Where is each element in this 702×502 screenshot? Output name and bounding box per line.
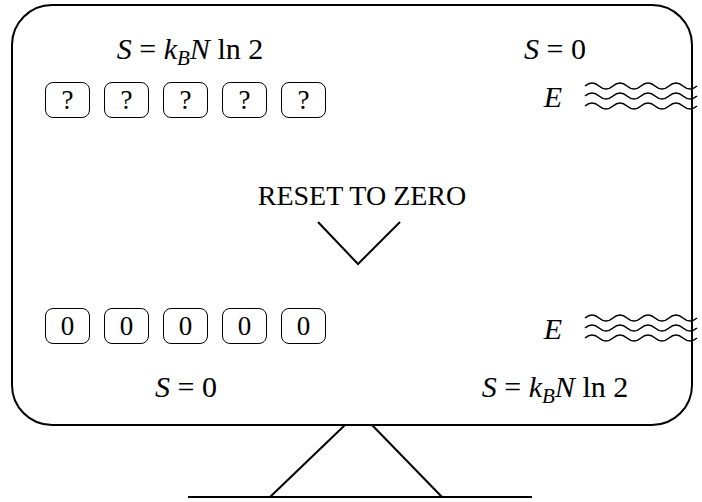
monitor-stand [188, 425, 532, 497]
bit-box: 0 [104, 308, 149, 344]
entropy-formula: S = kBN ln 2 [482, 370, 628, 403]
bit-box: 0 [163, 308, 208, 344]
energy-symbol: E [544, 312, 562, 345]
bit-value: ? [62, 87, 74, 114]
entropy-formula: S = 0 [524, 32, 586, 65]
bit-value: 0 [120, 313, 134, 340]
bit-value: ? [180, 87, 192, 114]
bit-box: 0 [222, 308, 267, 344]
bit-box: ? [163, 82, 208, 118]
bit-value: ? [239, 87, 251, 114]
energy-symbol: E [544, 80, 562, 113]
monitor-screen [12, 5, 692, 425]
down-chevron [318, 222, 400, 264]
bit-box: ? [104, 82, 149, 118]
bit-box: 0 [281, 308, 326, 344]
bit-value: 0 [297, 313, 311, 340]
bit-value: 0 [238, 313, 252, 340]
bit-value: 0 [61, 313, 75, 340]
entropy-formula: S = 0 [155, 370, 217, 403]
bit-value: ? [298, 87, 310, 114]
bit-box: 0 [45, 308, 90, 344]
operation-caption: RESET TO ZERO [258, 181, 466, 212]
bit-box: ? [222, 82, 267, 118]
bit-value: ? [121, 87, 133, 114]
heat-waves [585, 83, 697, 109]
bit-box: ? [45, 82, 90, 118]
bit-value: 0 [179, 313, 193, 340]
bit-box: ? [281, 82, 326, 118]
entropy-formula: S = kBN ln 2 [117, 32, 263, 65]
heat-waves [585, 315, 697, 341]
